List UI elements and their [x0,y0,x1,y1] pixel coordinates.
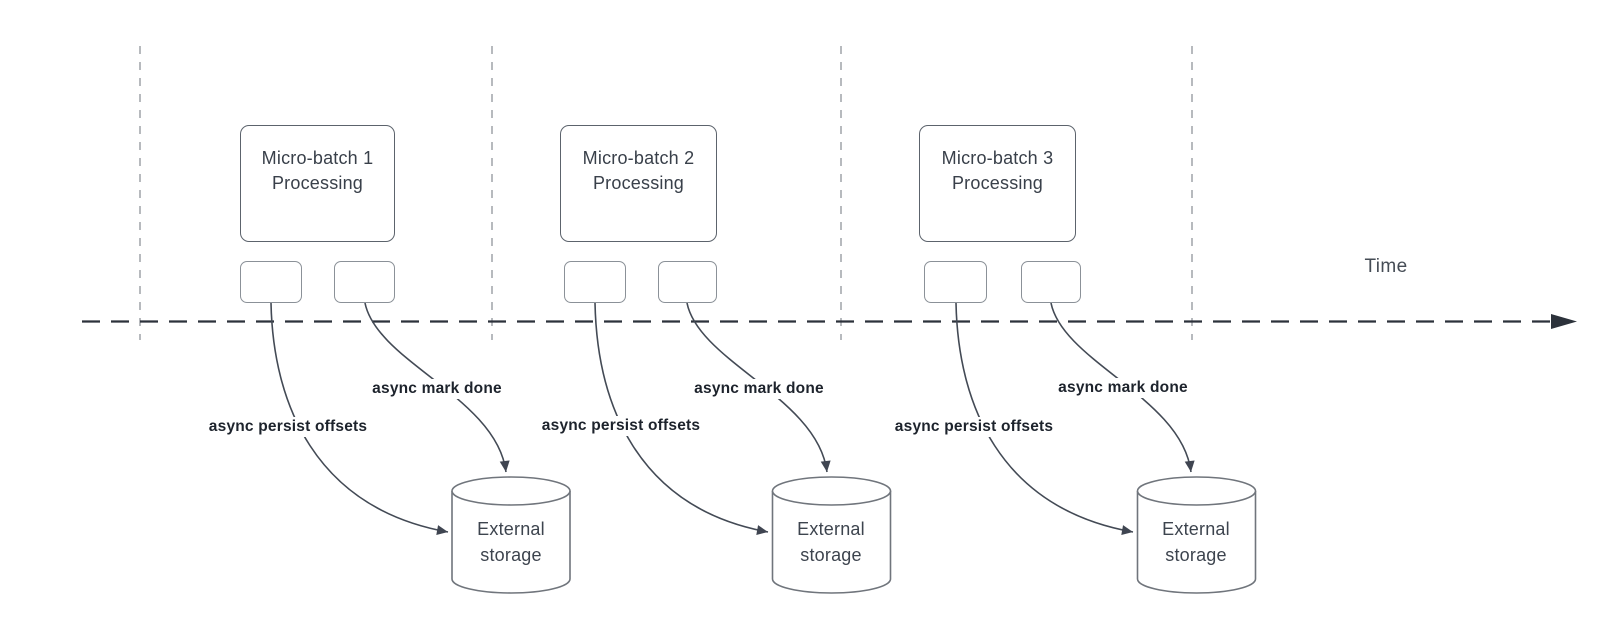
persist-offsets-arrow-2 [594,302,769,535]
microbatch-2-title-line1: Micro-batch 2 [582,148,695,168]
external-storage-label-3: External storage [1162,516,1230,568]
time-axis-arrowhead-icon [1551,314,1577,329]
persist-offsets-label-2: async persist offsets [538,416,704,436]
microbatch-1-title-line1: Micro-batch 1 [261,148,374,168]
persist-offsets-task-box-2 [564,261,626,303]
mark-done-label-3: async mark done [1055,378,1191,398]
mark-done-label-1: async mark done [369,379,505,399]
external-storage-label-1-line2: storage [480,545,542,565]
time-label: Time [1364,256,1408,277]
persist-offsets-task-box-1 [240,261,302,303]
mark-done-task-box-1 [334,261,395,303]
external-storage-cylinder-2 [771,476,892,594]
external-storage-label-3-line1: External [1162,519,1230,539]
mark-done-task-box-2 [658,261,717,303]
external-storage-label-1-line1: External [477,519,545,539]
mark-done-task-box-3 [1021,261,1081,303]
external-storage-cylinder-3 [1136,476,1257,594]
external-storage-label-2: External storage [797,516,865,568]
mark-done-label-2: async mark done [691,379,827,399]
external-storage-label-1: External storage [477,516,545,568]
microbatch-1-title-line2: Processing [271,173,364,193]
external-storage-label-3-line2: storage [1165,545,1227,565]
microbatch-3-processing-node: Micro-batch 3 Processing [919,125,1076,242]
external-storage-cylinder-1 [451,476,571,594]
microbatch-1-processing-node: Micro-batch 1 Processing [240,125,395,242]
persist-offsets-task-box-3 [924,261,987,303]
microbatch-2-title-line2: Processing [592,173,685,193]
external-storage-label-2-line2: storage [800,545,862,565]
persist-offsets-label-1: async persist offsets [205,417,371,437]
microbatch-2-processing-node: Micro-batch 2 Processing [560,125,717,242]
persist-offsets-label-3: async persist offsets [891,417,1057,437]
persist-offsets-arrow-3 [955,302,1134,535]
microbatch-3-title-line2: Processing [951,173,1044,193]
microbatch-3-title-line1: Micro-batch 3 [941,148,1054,168]
external-storage-label-2-line1: External [797,519,865,539]
persist-offsets-arrow-1 [270,302,449,535]
